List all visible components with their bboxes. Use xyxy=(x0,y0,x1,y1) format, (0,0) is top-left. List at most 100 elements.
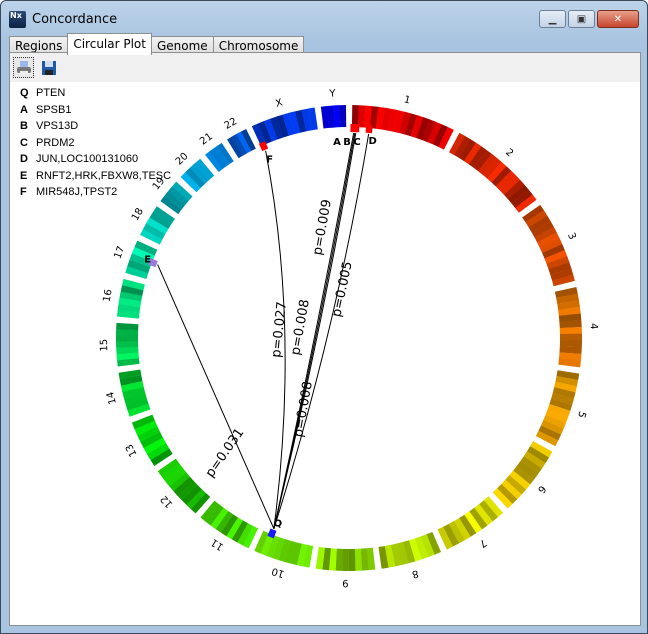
chromosome-15[interactable] xyxy=(116,322,140,367)
chromosome-band xyxy=(290,542,302,566)
chromosome-Y[interactable] xyxy=(320,105,347,129)
chromosome-band xyxy=(513,465,535,485)
chromosome-band xyxy=(443,524,459,547)
chromosome-17[interactable] xyxy=(125,240,158,279)
link-Q-C[interactable] xyxy=(273,133,357,529)
chromosome-band xyxy=(342,548,349,571)
chromosome-band xyxy=(205,151,223,173)
chromosome-band xyxy=(491,166,512,187)
chromosome-band xyxy=(375,106,386,130)
chromosome-band xyxy=(360,548,369,571)
chromosome-18[interactable] xyxy=(140,206,175,245)
chromosome-12[interactable] xyxy=(157,458,211,514)
chromosome-band xyxy=(420,534,435,558)
chromosome-band xyxy=(190,492,211,514)
marker-D[interactable] xyxy=(365,124,373,134)
chromosome-band xyxy=(131,246,155,262)
chromosome-11[interactable] xyxy=(200,500,259,549)
chromosome-5[interactable] xyxy=(535,370,580,447)
tab-chromosome[interactable]: Chromosome xyxy=(212,36,305,55)
chromosome-band xyxy=(432,124,448,147)
chromosome-label: 21 xyxy=(198,131,215,147)
chromosome-13[interactable] xyxy=(131,414,173,466)
chromosome-8[interactable] xyxy=(378,531,442,569)
chromosome-band xyxy=(448,521,465,544)
chromosome-band xyxy=(501,479,522,500)
chromosome-7[interactable] xyxy=(437,496,504,550)
link-Q-F[interactable] xyxy=(265,150,286,529)
chromosome-band xyxy=(125,266,149,279)
chromosome-21[interactable] xyxy=(205,142,234,173)
maximize-button[interactable]: ▣ xyxy=(568,10,595,28)
chromosome-band xyxy=(545,409,569,424)
chromosome-band xyxy=(231,520,248,543)
chromosome-band xyxy=(404,113,418,137)
print-button[interactable] xyxy=(13,57,34,78)
chromosome-4[interactable] xyxy=(554,286,583,368)
minimize-button[interactable]: ▁ xyxy=(539,10,566,28)
chromosome-16[interactable] xyxy=(116,278,145,319)
chromosome-band xyxy=(213,145,230,167)
chromosome-label: 14 xyxy=(105,390,119,405)
chromosome-band xyxy=(315,546,325,570)
chromosome-20[interactable] xyxy=(180,158,215,193)
chromosome-band xyxy=(523,451,546,469)
chromosome-band xyxy=(143,223,166,240)
chromosome-14[interactable] xyxy=(118,369,151,417)
chromosome-band xyxy=(426,531,442,555)
chromosome-band xyxy=(548,262,572,275)
chromosome-band xyxy=(554,286,578,298)
chromosome-band xyxy=(129,253,153,268)
chromosome-19[interactable] xyxy=(160,181,193,215)
chromosome-label: 15 xyxy=(99,339,110,352)
chromosome-band xyxy=(143,437,167,455)
chromosome-10[interactable] xyxy=(254,530,314,568)
marker-F[interactable] xyxy=(258,141,269,152)
chromosome-band xyxy=(134,240,158,256)
chromosome-band xyxy=(125,398,149,411)
chromosome-band xyxy=(499,175,521,195)
chromosome-band xyxy=(236,131,252,154)
chromosome-band xyxy=(556,370,580,381)
chromosome-label: 17 xyxy=(113,245,128,261)
chromosome-band xyxy=(119,375,143,386)
chromosome-3[interactable] xyxy=(522,204,575,287)
chromosome-band xyxy=(544,250,568,264)
chromosome-band xyxy=(251,123,267,147)
chromosome-band xyxy=(503,179,525,200)
chromosome-band xyxy=(378,545,389,569)
chromosome-band xyxy=(459,514,477,537)
chromosome-band xyxy=(549,398,573,412)
link-Q-D[interactable] xyxy=(273,133,370,529)
chromosome-label: 18 xyxy=(130,206,146,223)
chromosome-9[interactable] xyxy=(315,546,376,571)
chromosome-X[interactable] xyxy=(251,107,318,147)
chromosome-band xyxy=(116,329,139,336)
chromosome-band xyxy=(459,139,477,162)
chromosome-band xyxy=(497,483,518,505)
chromosome-band xyxy=(473,149,492,172)
chromosome-band xyxy=(483,496,504,518)
chromosome-band xyxy=(119,291,143,302)
chromosome-band xyxy=(164,191,186,210)
chromosome-label: 1 xyxy=(403,94,412,106)
tab-circular-plot[interactable]: Circular Plot xyxy=(67,33,152,55)
chromosome-2[interactable] xyxy=(449,132,537,213)
chromosome-1[interactable] xyxy=(351,105,454,150)
chromosome-band xyxy=(540,420,564,435)
chromosome-band xyxy=(116,346,139,355)
chromosome-6[interactable] xyxy=(492,441,553,509)
chromosome-band xyxy=(558,313,582,323)
chromosome-band xyxy=(487,161,507,183)
p-value-label: p=0.027 xyxy=(269,301,290,359)
chromosome-22[interactable] xyxy=(227,128,256,159)
save-button[interactable] xyxy=(38,57,59,78)
close-button[interactable]: ✕ xyxy=(597,10,639,28)
chromosome-band xyxy=(354,548,363,571)
marker-C[interactable] xyxy=(352,124,360,133)
link-Q-E[interactable] xyxy=(157,264,275,529)
marker-E[interactable] xyxy=(148,258,158,268)
marker-Q[interactable] xyxy=(267,528,277,539)
